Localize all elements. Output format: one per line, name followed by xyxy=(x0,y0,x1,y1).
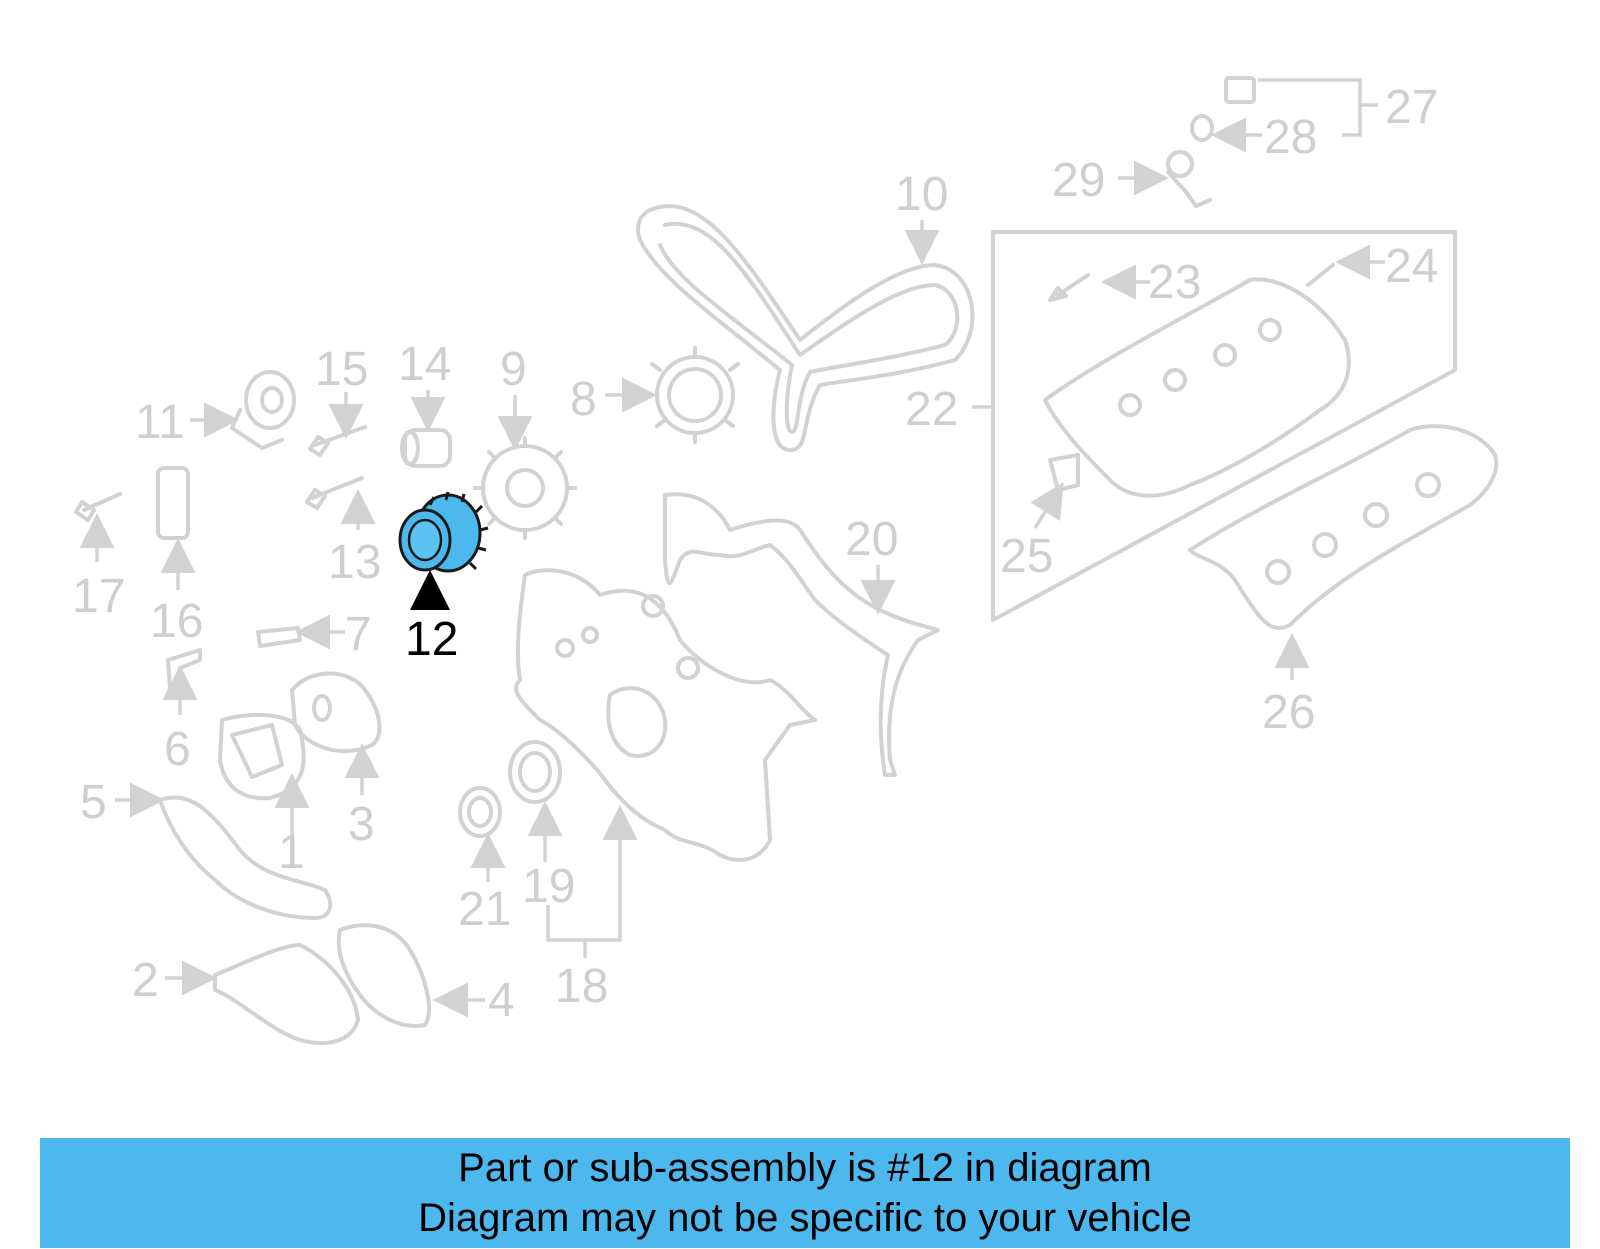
callout-9: 9 xyxy=(500,343,527,396)
banner-line-2: Diagram may not be specific to your vehi… xyxy=(418,1196,1192,1240)
cover-3-part xyxy=(290,671,382,754)
sprocket-9-part xyxy=(473,436,577,540)
cover-2-part xyxy=(213,943,360,1046)
callout-12[interactable]: 12 xyxy=(405,613,458,666)
sprocket-8-part xyxy=(650,346,740,444)
callout-21: 21 xyxy=(458,883,511,936)
leader-lines xyxy=(79,78,1385,1018)
callout-19: 19 xyxy=(522,860,575,913)
callout-23: 23 xyxy=(1148,256,1201,309)
callout-29: 29 xyxy=(1052,154,1105,207)
sensor-29-part xyxy=(1166,150,1212,208)
callout-22: 22 xyxy=(905,383,958,436)
callout-26: 26 xyxy=(1262,686,1315,739)
roller-14-part xyxy=(400,428,452,468)
callout-24: 24 xyxy=(1385,240,1438,293)
callout-20: 20 xyxy=(845,513,898,566)
front-cover-18-part xyxy=(514,568,817,862)
seal-19-part xyxy=(508,740,562,804)
gasket-26-part xyxy=(1188,424,1499,630)
seal-21-part xyxy=(458,786,502,838)
callout-27: 27 xyxy=(1385,81,1438,134)
callout-25: 25 xyxy=(1000,530,1053,583)
highlighted-gear-12[interactable] xyxy=(398,491,489,610)
bracket-7-part xyxy=(256,626,302,648)
callout-18: 18 xyxy=(555,960,608,1013)
callout-3: 3 xyxy=(348,798,375,851)
callout-14: 14 xyxy=(398,338,451,391)
cover-5-part xyxy=(158,795,333,920)
callout-labels: 1 2 3 4 5 6 7 8 9 10 11 12 13 14 15 16 1… xyxy=(72,81,1438,1027)
callout-13: 13 xyxy=(328,536,381,589)
timing-belt-part xyxy=(636,204,975,452)
callout-16: 16 xyxy=(150,595,203,648)
callout-17: 17 xyxy=(72,570,125,623)
bolt-17-part xyxy=(74,492,122,522)
callout-10: 10 xyxy=(895,168,948,221)
callout-1: 1 xyxy=(278,826,305,879)
oring-28-part xyxy=(1190,114,1214,142)
gasket-20-part xyxy=(663,492,940,777)
bolt-13-part xyxy=(305,476,364,510)
callout-2: 2 xyxy=(132,954,159,1007)
banner-line-1: Part or sub-assembly is #12 in diagram xyxy=(458,1146,1152,1190)
callout-6: 6 xyxy=(164,723,191,776)
callout-8: 8 xyxy=(570,373,597,426)
callout-7: 7 xyxy=(345,608,372,661)
tensioner-11-part xyxy=(230,370,296,450)
valve-cover-22-group xyxy=(991,230,1457,622)
sensor-27-part xyxy=(1224,76,1256,104)
info-banner: Part or sub-assembly is #12 in diagram D… xyxy=(40,1138,1570,1248)
bolt-15-part xyxy=(308,425,367,457)
sensor-16-part xyxy=(156,466,190,540)
cover-4-part xyxy=(336,923,432,1028)
callout-5: 5 xyxy=(80,776,107,829)
bracket-6-part xyxy=(166,648,202,690)
callout-4: 4 xyxy=(488,974,515,1027)
callout-28: 28 xyxy=(1264,111,1317,164)
callout-11: 11 xyxy=(135,396,185,449)
callout-15: 15 xyxy=(315,343,368,396)
